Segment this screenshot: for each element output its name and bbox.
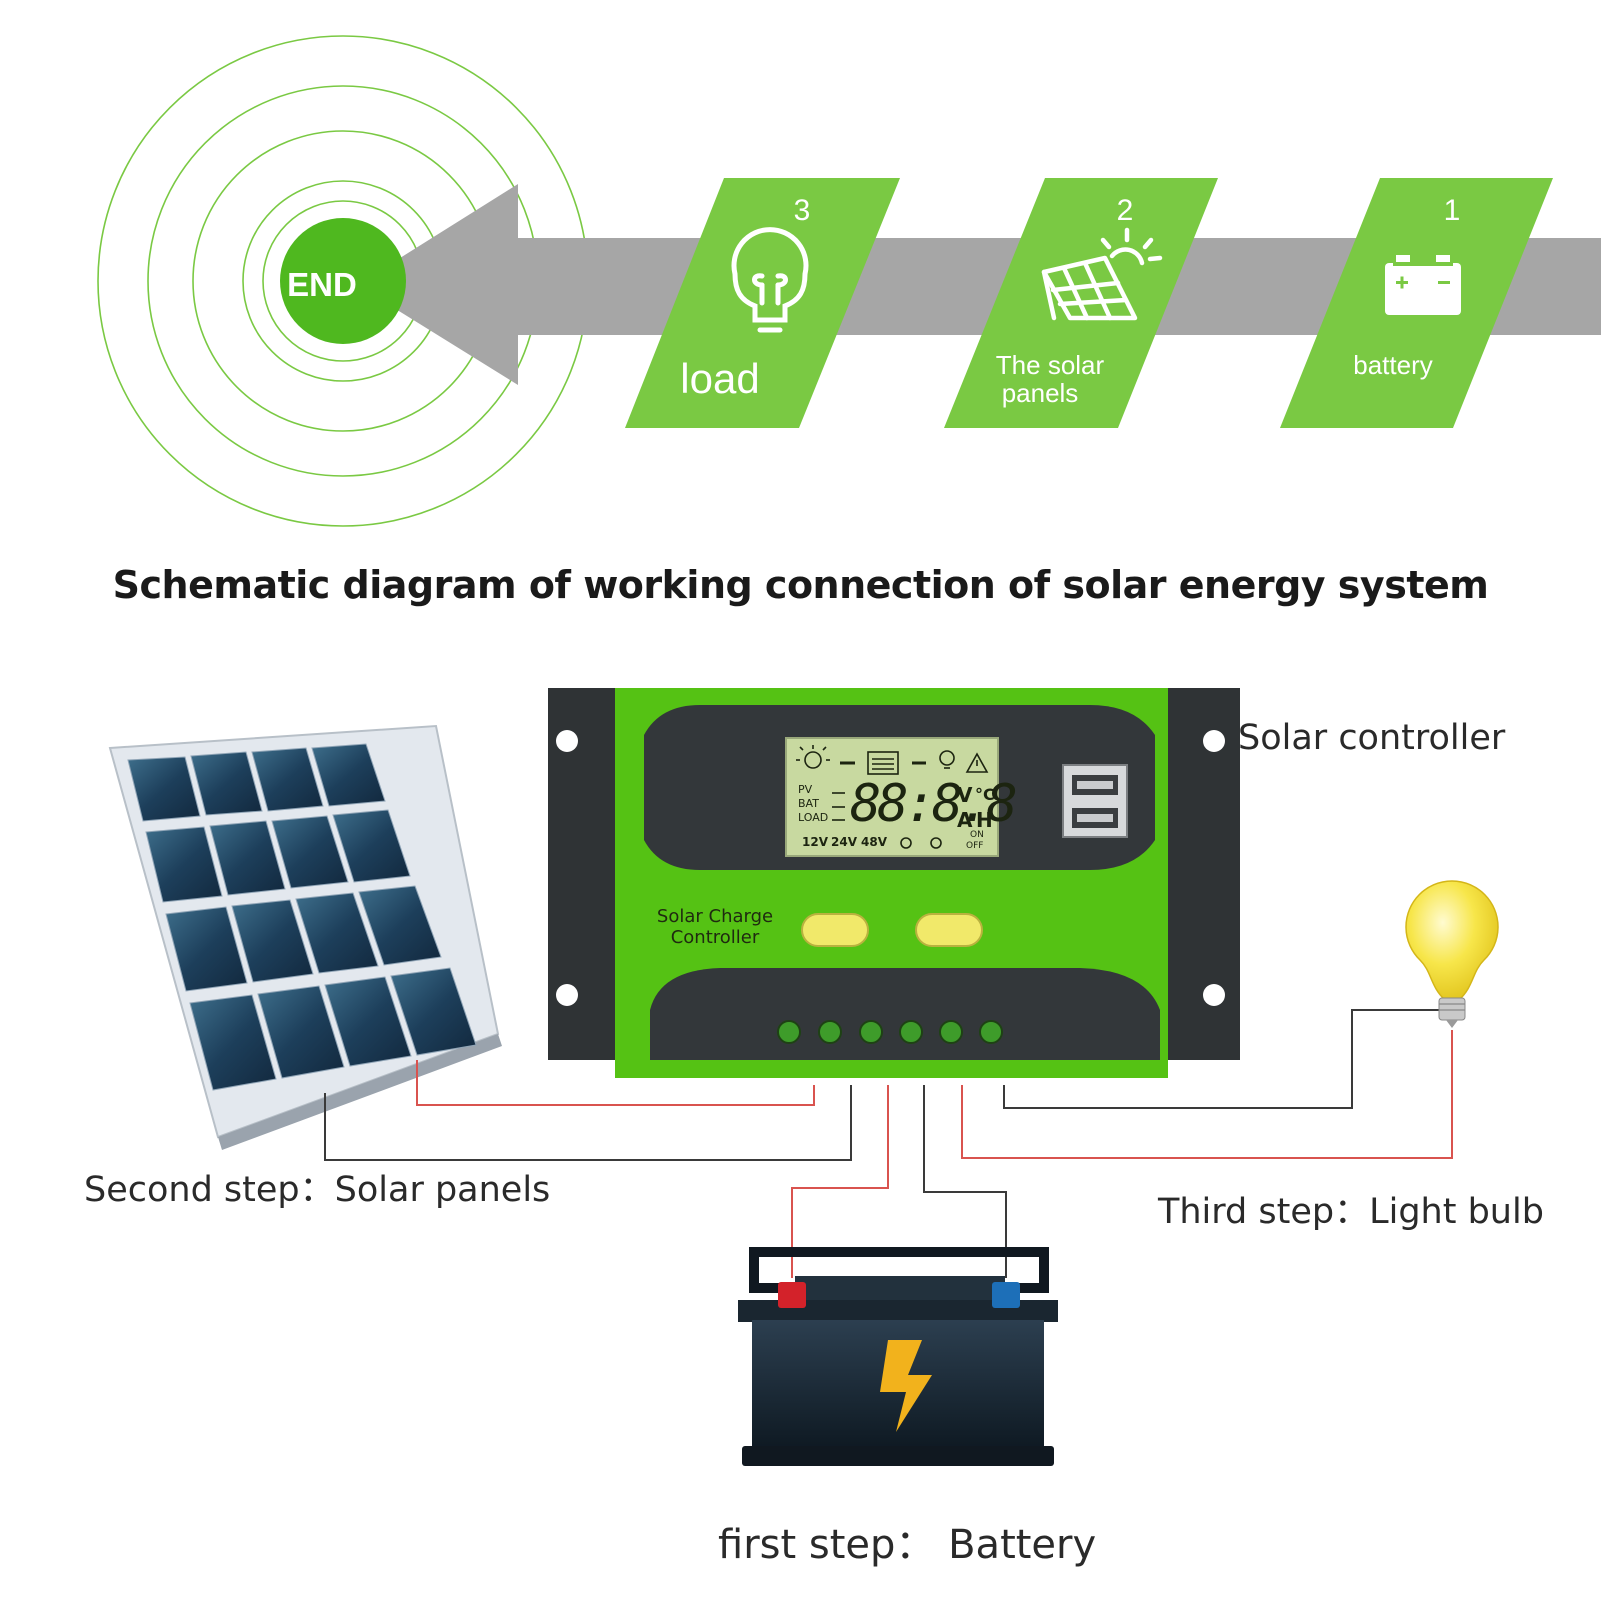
lcd-48v: 48V [861, 835, 887, 849]
lightning-bolt-icon [880, 1340, 932, 1432]
device-printed-label: Solar Charge Controller [640, 906, 790, 948]
device-label-line2: Controller [670, 927, 760, 948]
device-label-line1: Solar Charge [656, 906, 774, 927]
step-1-number: 1 [1444, 194, 1461, 227]
controller-button-right[interactable] [915, 913, 983, 947]
terminal-block [777, 1020, 1003, 1044]
lcd-off: OFF [966, 841, 984, 851]
lcd-unit-c: °C [975, 785, 995, 804]
lcd-pv-label: PV [798, 783, 813, 796]
battery-illustration [738, 1247, 1058, 1466]
solar-panel-illustration [108, 724, 502, 1150]
battery-icon [1385, 255, 1461, 315]
lcd-unit-v: V [957, 783, 973, 807]
step-3-label: load [680, 355, 759, 402]
diagram-title: Schematic diagram of working connection … [112, 563, 1489, 607]
lcd-unit-h: H [976, 808, 993, 832]
end-label: END [287, 266, 357, 303]
controller-button-left[interactable] [801, 913, 869, 947]
light-bulb-icon [731, 227, 809, 333]
caption-battery: first step： Battery [718, 1522, 1097, 1568]
step-2-number: 2 [1117, 194, 1134, 227]
lcd-unit-a: A [957, 808, 973, 832]
caption-light-bulb: Third step：Light bulb [1158, 1192, 1544, 1232]
step-1-label: battery [1353, 350, 1433, 380]
caption-solar-panels: Second step：Solar panels [84, 1170, 551, 1210]
lcd-12v: 12V [802, 835, 828, 849]
lcd-load-label: LOAD [798, 811, 829, 824]
lcd-24v: 24V [831, 835, 857, 849]
step-2-label-line2: panels [1002, 378, 1079, 408]
step-2-label-line1: The solar [996, 350, 1105, 380]
lcd-bat-label: BAT [798, 797, 819, 810]
step-3-number: 3 [794, 194, 811, 227]
usb-port [1062, 764, 1128, 838]
caption-solar-controller: Solar controller [1238, 718, 1506, 758]
lcd-digits: 88:8.8 [850, 774, 1018, 834]
solar-panel-icon [1041, 227, 1163, 321]
lcd-icons [796, 745, 989, 849]
end-circle [280, 218, 406, 344]
light-bulb-illustration [1405, 880, 1499, 1028]
wires [324, 1009, 1453, 1278]
lcd-on: ON [970, 830, 984, 840]
